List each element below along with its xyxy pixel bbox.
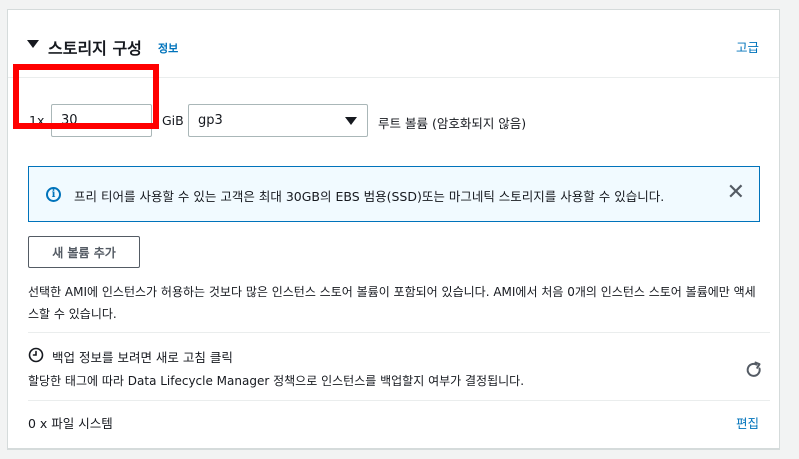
- backup-subtitle: 할당한 태그에 따라 Data Lifecycle Manager 정책으로 인…: [28, 374, 525, 388]
- panel-header: 스토리지 구성 정보 고급: [8, 10, 779, 78]
- free-tier-alert: i 프리 티어를 사용할 수 있는 고객은 최대 30GB의 EBS 범용(SS…: [28, 166, 760, 222]
- close-icon[interactable]: ✕: [726, 180, 745, 205]
- backup-title: 백업 정보를 보려면 새로 고침 클릭: [52, 350, 233, 365]
- volume-quantity-label: 1x: [29, 113, 45, 128]
- backup-info-row: 백업 정보를 보려면 새로 고침 클릭 할당한 태그에 따라 Data Life…: [28, 344, 768, 398]
- volume-size-input[interactable]: [51, 104, 152, 137]
- volume-unit-label: GiB: [162, 113, 184, 128]
- alert-text: 프리 티어를 사용할 수 있는 고객은 최대 30GB의 EBS 범용(SSD)…: [74, 189, 665, 204]
- info-icon: i: [46, 187, 61, 202]
- edit-link[interactable]: 편집: [735, 416, 759, 431]
- collapse-caret-icon[interactable]: [27, 40, 39, 48]
- advanced-link[interactable]: 고급: [735, 40, 759, 55]
- volume-type-value: gp3: [198, 113, 223, 128]
- caret-down-icon: [345, 117, 357, 125]
- root-volume-label: 루트 볼륨 (암호화되지 않음): [378, 116, 527, 131]
- volume-type-select[interactable]: gp3: [188, 104, 368, 137]
- info-link[interactable]: 정보: [158, 42, 179, 55]
- instance-store-description: 선택한 AMI에 인스턴스가 허용하는 것보다 많은 인스턴스 스토어 볼륨이 …: [28, 285, 756, 321]
- file-system-label: 0 x 파일 시스템: [28, 416, 113, 431]
- section-title[interactable]: 스토리지 구성: [48, 39, 142, 58]
- divider: [28, 332, 770, 333]
- divider: [28, 400, 770, 401]
- storage-config-panel: 스토리지 구성 정보 고급 1x GiB gp3 루트 볼륨 (암호화되지 않음…: [7, 9, 780, 450]
- clock-icon: [28, 347, 44, 363]
- add-volume-button[interactable]: 새 볼륨 추가: [28, 236, 140, 268]
- root-volume-row: 1x GiB gp3 루트 볼륨 (암호화되지 않음): [8, 80, 779, 140]
- refresh-icon[interactable]: [744, 360, 764, 380]
